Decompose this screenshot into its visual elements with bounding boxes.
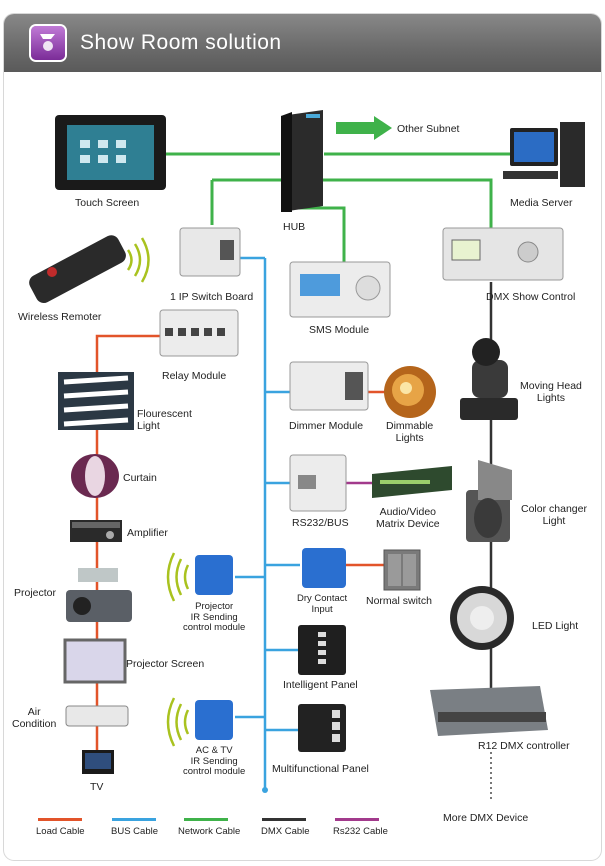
page-title: Show Room solution xyxy=(80,31,282,54)
curtain-label: Curtain xyxy=(123,472,157,484)
projector-screen-label: Projector Screen xyxy=(126,658,205,670)
other-subnet-arrow-icon xyxy=(336,116,392,140)
dmx-show-control-label: DMX Show Control xyxy=(486,291,576,303)
tv-icon xyxy=(82,750,114,774)
media-server-label: Media Server xyxy=(510,197,573,209)
dry-contact-input-icon xyxy=(302,548,346,588)
intelligent-panel-icon xyxy=(298,625,346,675)
av-matrix-label: Audio/Video Matrix Device xyxy=(376,506,440,530)
color-changer-label: Color changer Light xyxy=(521,503,587,527)
rs232-bus-label: RS232/BUS xyxy=(292,517,349,529)
projector-ir-label: Projector IR Sending control module xyxy=(183,601,246,633)
sms-module-label: SMS Module xyxy=(309,324,370,336)
dimmable-light-icon xyxy=(384,366,436,418)
multifunctional-panel-icon xyxy=(298,704,346,752)
actv-ir-module-icon xyxy=(166,697,233,747)
legend-label-dmx: DMX Cable xyxy=(261,826,310,837)
legend-swatch-rs232 xyxy=(335,818,379,821)
show-control-logo-icon xyxy=(31,26,65,60)
sms-module-icon xyxy=(289,261,391,318)
other-subnet-label: Other Subnet xyxy=(397,123,460,135)
touch-screen-icon xyxy=(55,115,166,190)
legend-swatch-network xyxy=(184,818,228,821)
normal-switch-label: Normal switch xyxy=(366,595,432,607)
legend-label-load: Load Cable xyxy=(36,826,85,837)
media-server-icon xyxy=(503,122,585,187)
more-dmx-device-label: More DMX Device xyxy=(443,812,529,824)
relay-module-label: Relay Module xyxy=(162,370,227,382)
curtain-icon xyxy=(71,454,119,498)
fluorescent-light-label: Flourescent Light xyxy=(137,408,192,432)
r12-dmx-controller-icon xyxy=(430,686,548,736)
projector-icon xyxy=(66,568,132,622)
projector-ir-module-icon xyxy=(166,552,233,602)
moving-head-light-icon xyxy=(460,338,518,420)
tv-label: TV xyxy=(90,781,104,793)
intelligent-panel-label: Intelligent Panel xyxy=(283,679,358,691)
dimmable-lights-label: Dimmable Lights xyxy=(386,420,434,444)
legend-label-rs232: Rs232 Cable xyxy=(333,826,388,837)
color-changer-light-icon xyxy=(466,460,512,542)
legend-label-bus: BUS Cable xyxy=(111,826,158,837)
ip-switch-board-label: 1 IP Switch Board xyxy=(170,291,254,303)
dmx-show-control-icon xyxy=(442,227,564,281)
led-light-icon xyxy=(450,586,514,650)
wireless-remoter-icon xyxy=(29,235,150,304)
projector-screen-icon xyxy=(63,638,127,684)
multifunctional-panel-label: Multifunctional Panel xyxy=(272,763,369,775)
hub-label: HUB xyxy=(283,221,306,233)
dimmer-module-icon xyxy=(289,361,369,411)
projector-label: Projector xyxy=(14,587,57,599)
actv-ir-label: AC & TV IR Sending control module xyxy=(183,745,246,777)
legend-swatch-dmx xyxy=(262,818,306,821)
amplifier-label: Amplifier xyxy=(127,527,168,539)
fluorescent-light-icon xyxy=(58,372,134,430)
relay-module-icon xyxy=(159,309,239,357)
moving-head-lights-label: Moving Head Lights xyxy=(520,380,582,404)
touch-screen-label: Touch Screen xyxy=(75,197,140,209)
wireless-remoter-label: Wireless Remoter xyxy=(18,311,102,323)
rs232-bus-module-icon xyxy=(289,454,347,512)
ip-switch-board-icon xyxy=(179,227,241,277)
dry-contact-label: Dry Contact Input xyxy=(297,593,348,615)
air-conditioner-icon xyxy=(65,705,129,727)
header-bar xyxy=(4,14,601,72)
av-matrix-device-icon xyxy=(372,466,452,498)
r12-dmx-controller-label: R12 DMX controller xyxy=(478,740,570,752)
hub-router-icon xyxy=(281,110,323,212)
legend-swatch-load xyxy=(38,818,82,821)
led-light-label: LED Light xyxy=(532,620,579,632)
legend-swatch-bus xyxy=(112,818,156,821)
bus-cables xyxy=(235,256,300,790)
dimmer-module-label: Dimmer Module xyxy=(289,420,364,432)
network-cables xyxy=(165,152,515,264)
air-condition-label: Air Condition xyxy=(12,706,57,730)
normal-switch-icon xyxy=(383,549,421,591)
amplifier-icon xyxy=(70,520,122,542)
legend-label-network: Network Cable xyxy=(178,826,241,837)
